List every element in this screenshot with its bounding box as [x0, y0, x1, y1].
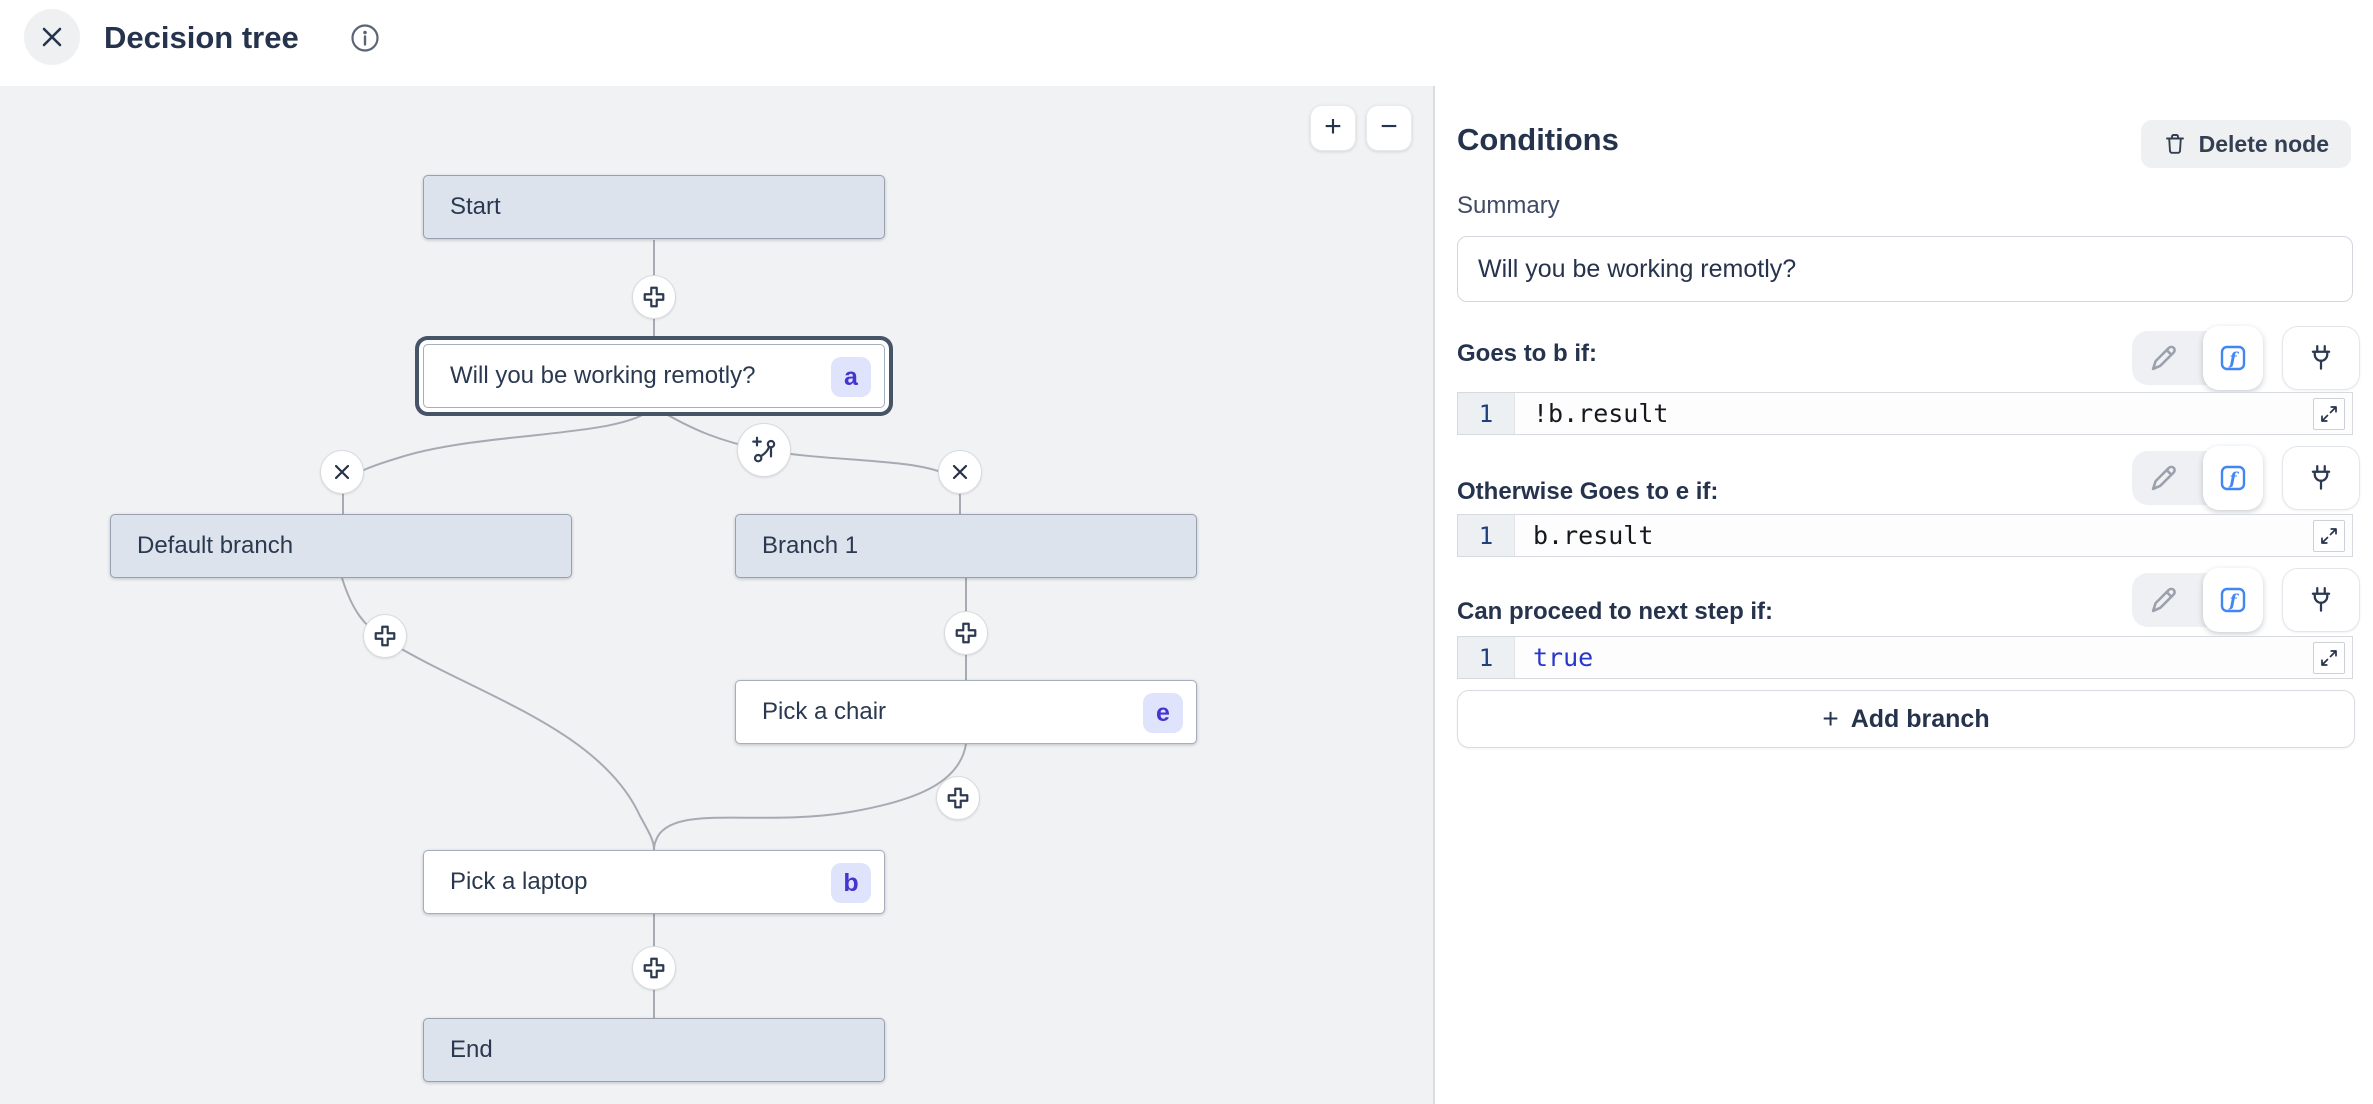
rule-label: Goes to b if:: [1457, 340, 1597, 367]
panel-title: Conditions: [1457, 122, 1619, 157]
condition-code[interactable]: true: [1533, 643, 1594, 672]
test-condition-button[interactable]: [2282, 446, 2360, 510]
expand-editor-button[interactable]: [2313, 642, 2345, 674]
rule-mode-controls: f: [2132, 446, 2360, 510]
expand-icon: [2321, 650, 2337, 666]
add-node-button[interactable]: [363, 614, 407, 658]
rule-label: Can proceed to next step if:: [1457, 598, 1774, 625]
node-default-branch[interactable]: Default branch: [110, 514, 572, 578]
close-icon: [42, 27, 62, 47]
rule-mode-controls: f: [2132, 568, 2360, 632]
node-start[interactable]: Start: [423, 175, 885, 239]
info-icon[interactable]: [350, 23, 380, 53]
add-branch-label: Add branch: [1850, 704, 1990, 733]
x-icon: [334, 464, 350, 480]
pencil-icon: [2151, 345, 2176, 371]
condition-code[interactable]: !b.result: [1533, 399, 1669, 428]
edit-mode-button[interactable]: [2146, 462, 2180, 496]
expand-editor-button[interactable]: [2313, 520, 2345, 552]
line-number: 1: [1458, 393, 1515, 434]
edit-mode-button[interactable]: [2146, 584, 2180, 618]
node-label: Pick a laptop: [450, 868, 588, 895]
condition-code-editor[interactable]: 1 true: [1457, 636, 2353, 679]
add-node-button[interactable]: [632, 946, 676, 990]
branch-plus-icon: [752, 436, 776, 463]
plus-icon: +: [1822, 703, 1839, 734]
node-label: End: [450, 1036, 493, 1063]
node-label: Pick a chair: [762, 698, 887, 725]
node-badge: b: [831, 863, 871, 903]
function-mode-button-active[interactable]: f: [2203, 568, 2263, 632]
condition-code-editor[interactable]: 1 !b.result: [1457, 392, 2353, 435]
add-node-button[interactable]: [632, 275, 676, 319]
node-question-selected[interactable]: Will you be working remotly? a: [423, 344, 885, 408]
add-node-button[interactable]: [944, 611, 988, 655]
node-badge: a: [831, 357, 871, 397]
plug-icon: [2311, 587, 2331, 612]
test-condition-button[interactable]: [2282, 568, 2360, 632]
plus-outline-icon: [374, 625, 396, 647]
add-branch-button[interactable]: + Add branch: [1457, 690, 2355, 748]
node-badge: e: [1143, 693, 1183, 733]
line-number: 1: [1458, 515, 1515, 556]
rule-mode-controls: f: [2132, 326, 2360, 390]
conditions-panel: Conditions Delete node Summary Goes to b…: [1433, 86, 2373, 1104]
plus-outline-icon: [947, 787, 969, 809]
summary-label: Summary: [1457, 192, 1560, 219]
zoom-in-button[interactable]: +: [1310, 105, 1356, 151]
plug-icon: [2311, 345, 2331, 370]
close-button[interactable]: [24, 9, 80, 65]
node-label: Will you be working remotly?: [450, 362, 756, 389]
zoom-out-button[interactable]: −: [1366, 105, 1412, 151]
x-icon: [952, 464, 968, 480]
function-icon: f: [2220, 345, 2246, 371]
node-pick-a-chair[interactable]: Pick a chair e: [735, 680, 1197, 744]
node-label: Branch 1: [762, 532, 859, 559]
condition-code[interactable]: b.result: [1533, 521, 1654, 550]
delete-node-button[interactable]: Delete node: [2140, 120, 2351, 168]
page-title: Decision tree: [104, 20, 299, 55]
function-icon: f: [2220, 587, 2246, 613]
svg-text:f: f: [2228, 592, 2239, 612]
svg-text:f: f: [2228, 350, 2239, 370]
node-end[interactable]: End: [423, 1018, 885, 1082]
node-label: Start: [450, 193, 501, 220]
remove-branch-button[interactable]: [938, 450, 982, 494]
condition-code-editor[interactable]: 1 b.result: [1457, 514, 2353, 557]
add-branch-node-button[interactable]: [737, 423, 791, 477]
node-branch-1[interactable]: Branch 1: [735, 514, 1197, 578]
edit-mode-button[interactable]: [2146, 342, 2180, 376]
function-mode-button-active[interactable]: f: [2203, 326, 2263, 390]
remove-branch-button[interactable]: [320, 450, 364, 494]
summary-input[interactable]: [1457, 236, 2353, 302]
flow-canvas[interactable]: + − Start Will you be working remotly? a…: [0, 86, 1433, 1104]
test-condition-button[interactable]: [2282, 326, 2360, 390]
node-pick-a-laptop[interactable]: Pick a laptop b: [423, 850, 885, 914]
function-mode-button-active[interactable]: f: [2203, 446, 2263, 510]
plus-outline-icon: [955, 622, 977, 644]
header: Decision tree: [0, 0, 2373, 86]
trash-icon: [2165, 134, 2184, 154]
plus-outline-icon: [643, 286, 665, 308]
add-node-button[interactable]: [936, 776, 980, 820]
expand-editor-button[interactable]: [2313, 398, 2345, 430]
node-label: Default branch: [137, 532, 294, 559]
function-icon: f: [2220, 465, 2246, 491]
svg-text:f: f: [2228, 470, 2239, 490]
expand-icon: [2321, 406, 2337, 422]
line-number: 1: [1458, 637, 1515, 678]
plus-outline-icon: [643, 957, 665, 979]
delete-node-label: Delete node: [2198, 130, 2329, 157]
expand-icon: [2321, 528, 2337, 544]
plug-icon: [2311, 465, 2331, 490]
pencil-icon: [2151, 465, 2176, 491]
pencil-icon: [2151, 587, 2176, 613]
rule-label: Otherwise Goes to e if:: [1457, 478, 1719, 505]
